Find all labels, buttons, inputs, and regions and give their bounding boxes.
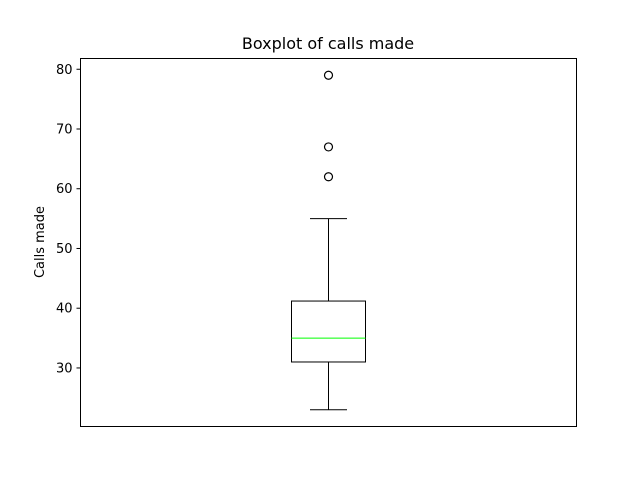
y-tick-label: 30: [56, 361, 73, 376]
y-axis-label: Calls made: [33, 206, 48, 278]
chart-title: Boxplot of calls made: [242, 34, 414, 53]
iqr-box: [291, 300, 366, 363]
outlier-point: [323, 142, 334, 152]
outlier-point: [323, 172, 334, 182]
y-tick-label: 80: [56, 63, 73, 78]
plot-frame: [80, 58, 577, 427]
y-tick-label: 50: [56, 242, 73, 257]
y-tick-label: 60: [56, 182, 73, 197]
plot-marks: [291, 70, 366, 411]
y-tick-label: 40: [56, 302, 73, 317]
y-tick-label: 70: [56, 122, 73, 137]
y-axis-ticks: 30 40 50 60 70 80: [56, 63, 81, 376]
outlier-point: [323, 70, 334, 80]
